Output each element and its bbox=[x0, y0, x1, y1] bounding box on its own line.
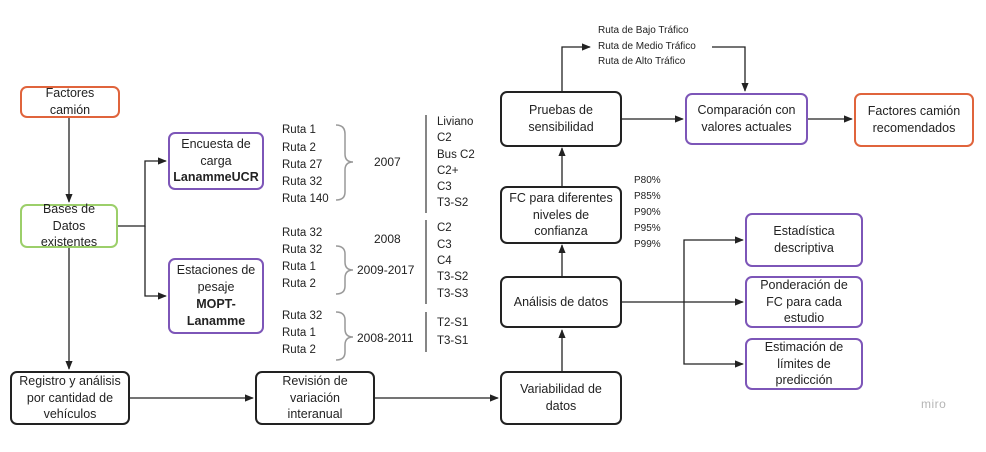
pesaje-vehiculo: T3-S3 bbox=[437, 288, 469, 300]
miro-watermark: miro bbox=[921, 397, 947, 411]
pesaje-vehiculo: C3 bbox=[437, 239, 452, 251]
encuesta-ruta: Ruta 27 bbox=[282, 159, 323, 171]
arrow-bases-to-encuesta bbox=[118, 157, 167, 227]
encuesta-vehiculo: T3-S2 bbox=[437, 197, 469, 209]
percentil-label: P95% bbox=[634, 223, 661, 234]
pesaje-2009-year: 2009-2017 bbox=[357, 263, 415, 277]
pesaje-2011-vehiculo: T2-S1 bbox=[437, 317, 469, 329]
brace-2008-2011 bbox=[335, 311, 354, 361]
node-ponderacion-fc[interactable]: Ponderación de FC para cada estudio bbox=[745, 276, 863, 328]
pesaje-2009-ruta: Ruta 2 bbox=[282, 278, 316, 290]
node-registro-analisis[interactable]: Registro y análisis por cantidad de vehí… bbox=[10, 371, 130, 425]
encuesta-vehiculo: C2 bbox=[437, 132, 452, 144]
arrow-bases-to-estaciones bbox=[144, 226, 167, 300]
pesaje-2011-vehiculo: T3-S1 bbox=[437, 335, 469, 347]
encuesta-ruta: Ruta 2 bbox=[282, 142, 316, 154]
brace-2009-2017 bbox=[335, 245, 354, 295]
pesaje-2008-ruta: Ruta 32 bbox=[282, 227, 323, 239]
node-encuesta-org: LanammeUCR bbox=[173, 170, 259, 185]
pesaje-vehiculo: T3-S2 bbox=[437, 271, 469, 283]
node-encuesta-carga[interactable]: Encuesta de carga LanammeUCR bbox=[168, 132, 264, 190]
pesaje-2011-ruta: Ruta 2 bbox=[282, 344, 316, 356]
node-encuesta-carga-label: Encuesta de carga bbox=[181, 136, 251, 168]
node-fc-niveles[interactable]: FC para diferentes niveles de confianza bbox=[500, 186, 622, 244]
encuesta-year: 2007 bbox=[374, 155, 401, 169]
trafico-label: Ruta de Alto Tráfico bbox=[598, 56, 686, 67]
node-factores-camion[interactable]: Factores camión bbox=[20, 86, 120, 118]
node-fc-niveles-label: FC para diferentes niveles de confianza bbox=[509, 190, 613, 239]
node-comparacion-valores-label: Comparación con valores actuales bbox=[697, 103, 796, 134]
node-comparacion-valores[interactable]: Comparación con valores actuales bbox=[685, 93, 808, 145]
arrow-trafico-to-comparacion bbox=[712, 46, 749, 92]
percentil-label: P80% bbox=[634, 175, 661, 186]
arrow-pruebas-to-trafico bbox=[561, 43, 591, 91]
pesaje-2009-ruta: Ruta 1 bbox=[282, 261, 316, 273]
node-pruebas-sensibilidad[interactable]: Pruebas de sensibilidad bbox=[500, 91, 622, 147]
node-factores-recomendados-label: Factores camión recomendados bbox=[867, 104, 961, 135]
node-revision-variacion-label: Revisión de variación interanual bbox=[282, 373, 348, 422]
arrow-analisis-to-estimacion bbox=[683, 302, 744, 368]
node-estimacion-limites-label: Estimación de límites de predicción bbox=[764, 339, 844, 388]
node-factores-camion-label: Factores camión bbox=[45, 86, 95, 117]
node-variabilidad-datos-label: Variabilidad de datos bbox=[520, 382, 602, 413]
encuesta-ruta: Ruta 1 bbox=[282, 124, 316, 136]
percentil-label: P90% bbox=[634, 207, 661, 218]
pesaje-2009-ruta: Ruta 32 bbox=[282, 244, 323, 256]
trafico-label: Ruta de Bajo Tráfico bbox=[598, 25, 689, 36]
node-revision-variacion[interactable]: Revisión de variación interanual bbox=[255, 371, 375, 425]
encuesta-vehiculo: C2+ bbox=[437, 165, 459, 177]
node-estaciones-pesaje-label: Estaciones de pesaje bbox=[176, 263, 256, 295]
pesaje-vehiculo: C2 bbox=[437, 222, 452, 234]
brace-2007 bbox=[335, 124, 354, 201]
encuesta-vehiculo: C3 bbox=[437, 181, 452, 193]
node-bases-datos-label: Bases de Datos existentes bbox=[40, 201, 98, 250]
trafico-label: Ruta de Medio Tráfico bbox=[598, 41, 696, 52]
pesaje-2008-year: 2008 bbox=[374, 232, 401, 246]
node-variabilidad-datos[interactable]: Variabilidad de datos bbox=[500, 371, 622, 425]
node-estaciones-pesaje[interactable]: Estaciones de pesaje MOPT-Lanamme bbox=[168, 258, 264, 334]
node-estadistica-descriptiva-label: Estadística descriptiva bbox=[773, 224, 835, 255]
encuesta-vehiculo: Liviano bbox=[437, 116, 474, 128]
pesaje-2011-ruta: Ruta 1 bbox=[282, 327, 316, 339]
node-estadistica-descriptiva[interactable]: Estadística descriptiva bbox=[745, 213, 863, 267]
node-ponderacion-fc-label: Ponderación de FC para cada estudio bbox=[760, 277, 848, 326]
encuesta-ruta: Ruta 140 bbox=[282, 193, 329, 205]
node-factores-recomendados[interactable]: Factores camión recomendados bbox=[854, 93, 974, 147]
node-analisis-datos[interactable]: Análisis de datos bbox=[500, 276, 622, 328]
node-estaciones-org: MOPT-Lanamme bbox=[186, 297, 246, 328]
node-analisis-datos-label: Análisis de datos bbox=[513, 294, 609, 309]
node-registro-analisis-label: Registro y análisis por cantidad de vehí… bbox=[19, 373, 121, 422]
node-pruebas-sensibilidad-label: Pruebas de sensibilidad bbox=[528, 103, 594, 134]
node-estimacion-limites[interactable]: Estimación de límites de predicción bbox=[745, 338, 863, 390]
pesaje-2011-ruta: Ruta 32 bbox=[282, 310, 323, 322]
arrow-analisis-to-estadistica bbox=[683, 236, 744, 302]
pesaje-vehiculo: C4 bbox=[437, 255, 452, 267]
percentil-label: P85% bbox=[634, 191, 661, 202]
encuesta-ruta: Ruta 32 bbox=[282, 176, 323, 188]
node-bases-datos[interactable]: Bases de Datos existentes bbox=[20, 202, 118, 249]
encuesta-vehiculo: Bus C2 bbox=[437, 149, 475, 161]
pesaje-2011-year: 2008-2011 bbox=[357, 331, 414, 345]
percentil-label: P99% bbox=[634, 239, 661, 250]
